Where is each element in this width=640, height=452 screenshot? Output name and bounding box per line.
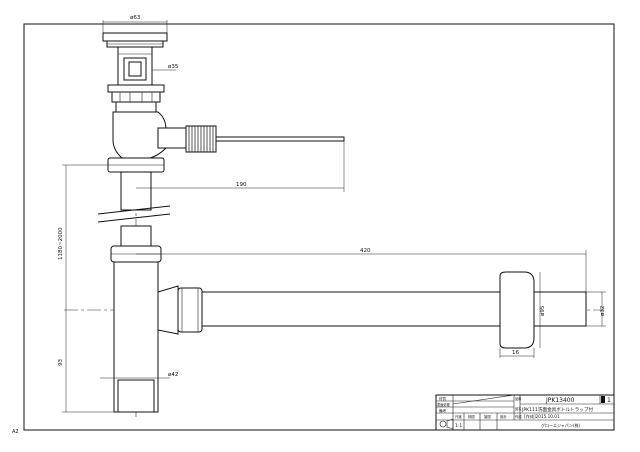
part-number: JPK13400 [545,397,575,404]
label-drawn: 製図 [484,414,491,419]
socket-diameter-label: ø95 [540,305,546,316]
dimension-lever-length: 190 [136,141,345,192]
bottle-body [113,261,203,413]
company-name: グローエジャパン(株) [541,422,581,428]
tail-height-label: 93 [58,359,64,366]
drawing-frame [23,23,615,431]
sheet-count: 1 [607,397,611,404]
dimension-tail-height: 93 [58,310,114,413]
wall-socket [499,271,587,349]
part-name: JPK111洗面金具ボトルトラップ付 [521,406,593,413]
stem-diameter-label: ø35 [168,64,179,70]
dimension-tail-diameter: ø42 [100,372,178,379]
dimension-socket-diameter: ø95 [539,272,546,348]
label-check: 検図 [468,414,475,419]
scale-value: 1:1 [455,423,462,429]
trap-height-label: 1180~2000 [58,227,64,260]
horizontal-length-label: 420 [360,248,371,254]
label-scale: 尺度 [455,414,462,419]
bottle-trap-drawing [64,32,604,418]
dimension-stem-diameter: ø35 [152,64,179,71]
dimension-socket-width: 16 [499,348,535,358]
sheet-marker: A2 [12,429,19,435]
popup-cap [102,32,168,48]
tail-diameter-label: ø42 [168,372,178,378]
popup-stem [117,46,153,86]
part-no-label: 品番 [515,396,522,401]
socket-width-label: 16 [512,350,519,356]
name-label: 品名 [515,406,521,411]
lever-length-label: 190 [236,182,247,188]
dimension-horizontal-length: 420 [136,248,587,292]
cap-diameter-label: ø63 [130,15,141,21]
label-date: 作成 [515,414,522,419]
horizontal-pipe [201,291,501,327]
label-note: 備考 [439,408,447,413]
label-design: 設計 [500,414,507,419]
projection-symbol-icon [439,418,454,430]
flange-nut [107,84,165,113]
date-value: [作成]2015.10.01 [524,413,560,420]
valve-body [112,111,345,159]
title-block: 材質 表面処理 備考 尺度 検図 製図 設計 作成 1:1 品番 JPK1340… [435,394,615,431]
pipe-diameter-label: ø32 [600,306,606,316]
dimension-pipe-diameter: ø32 [586,291,606,327]
label-material: 材質 [439,396,447,401]
dimension-trap-height: 1180~2000 [58,164,108,310]
vertical-pipe [97,171,171,247]
label-surface: 表面処理 [437,402,451,407]
dimension-cap-diameter: ø63 [102,15,168,33]
